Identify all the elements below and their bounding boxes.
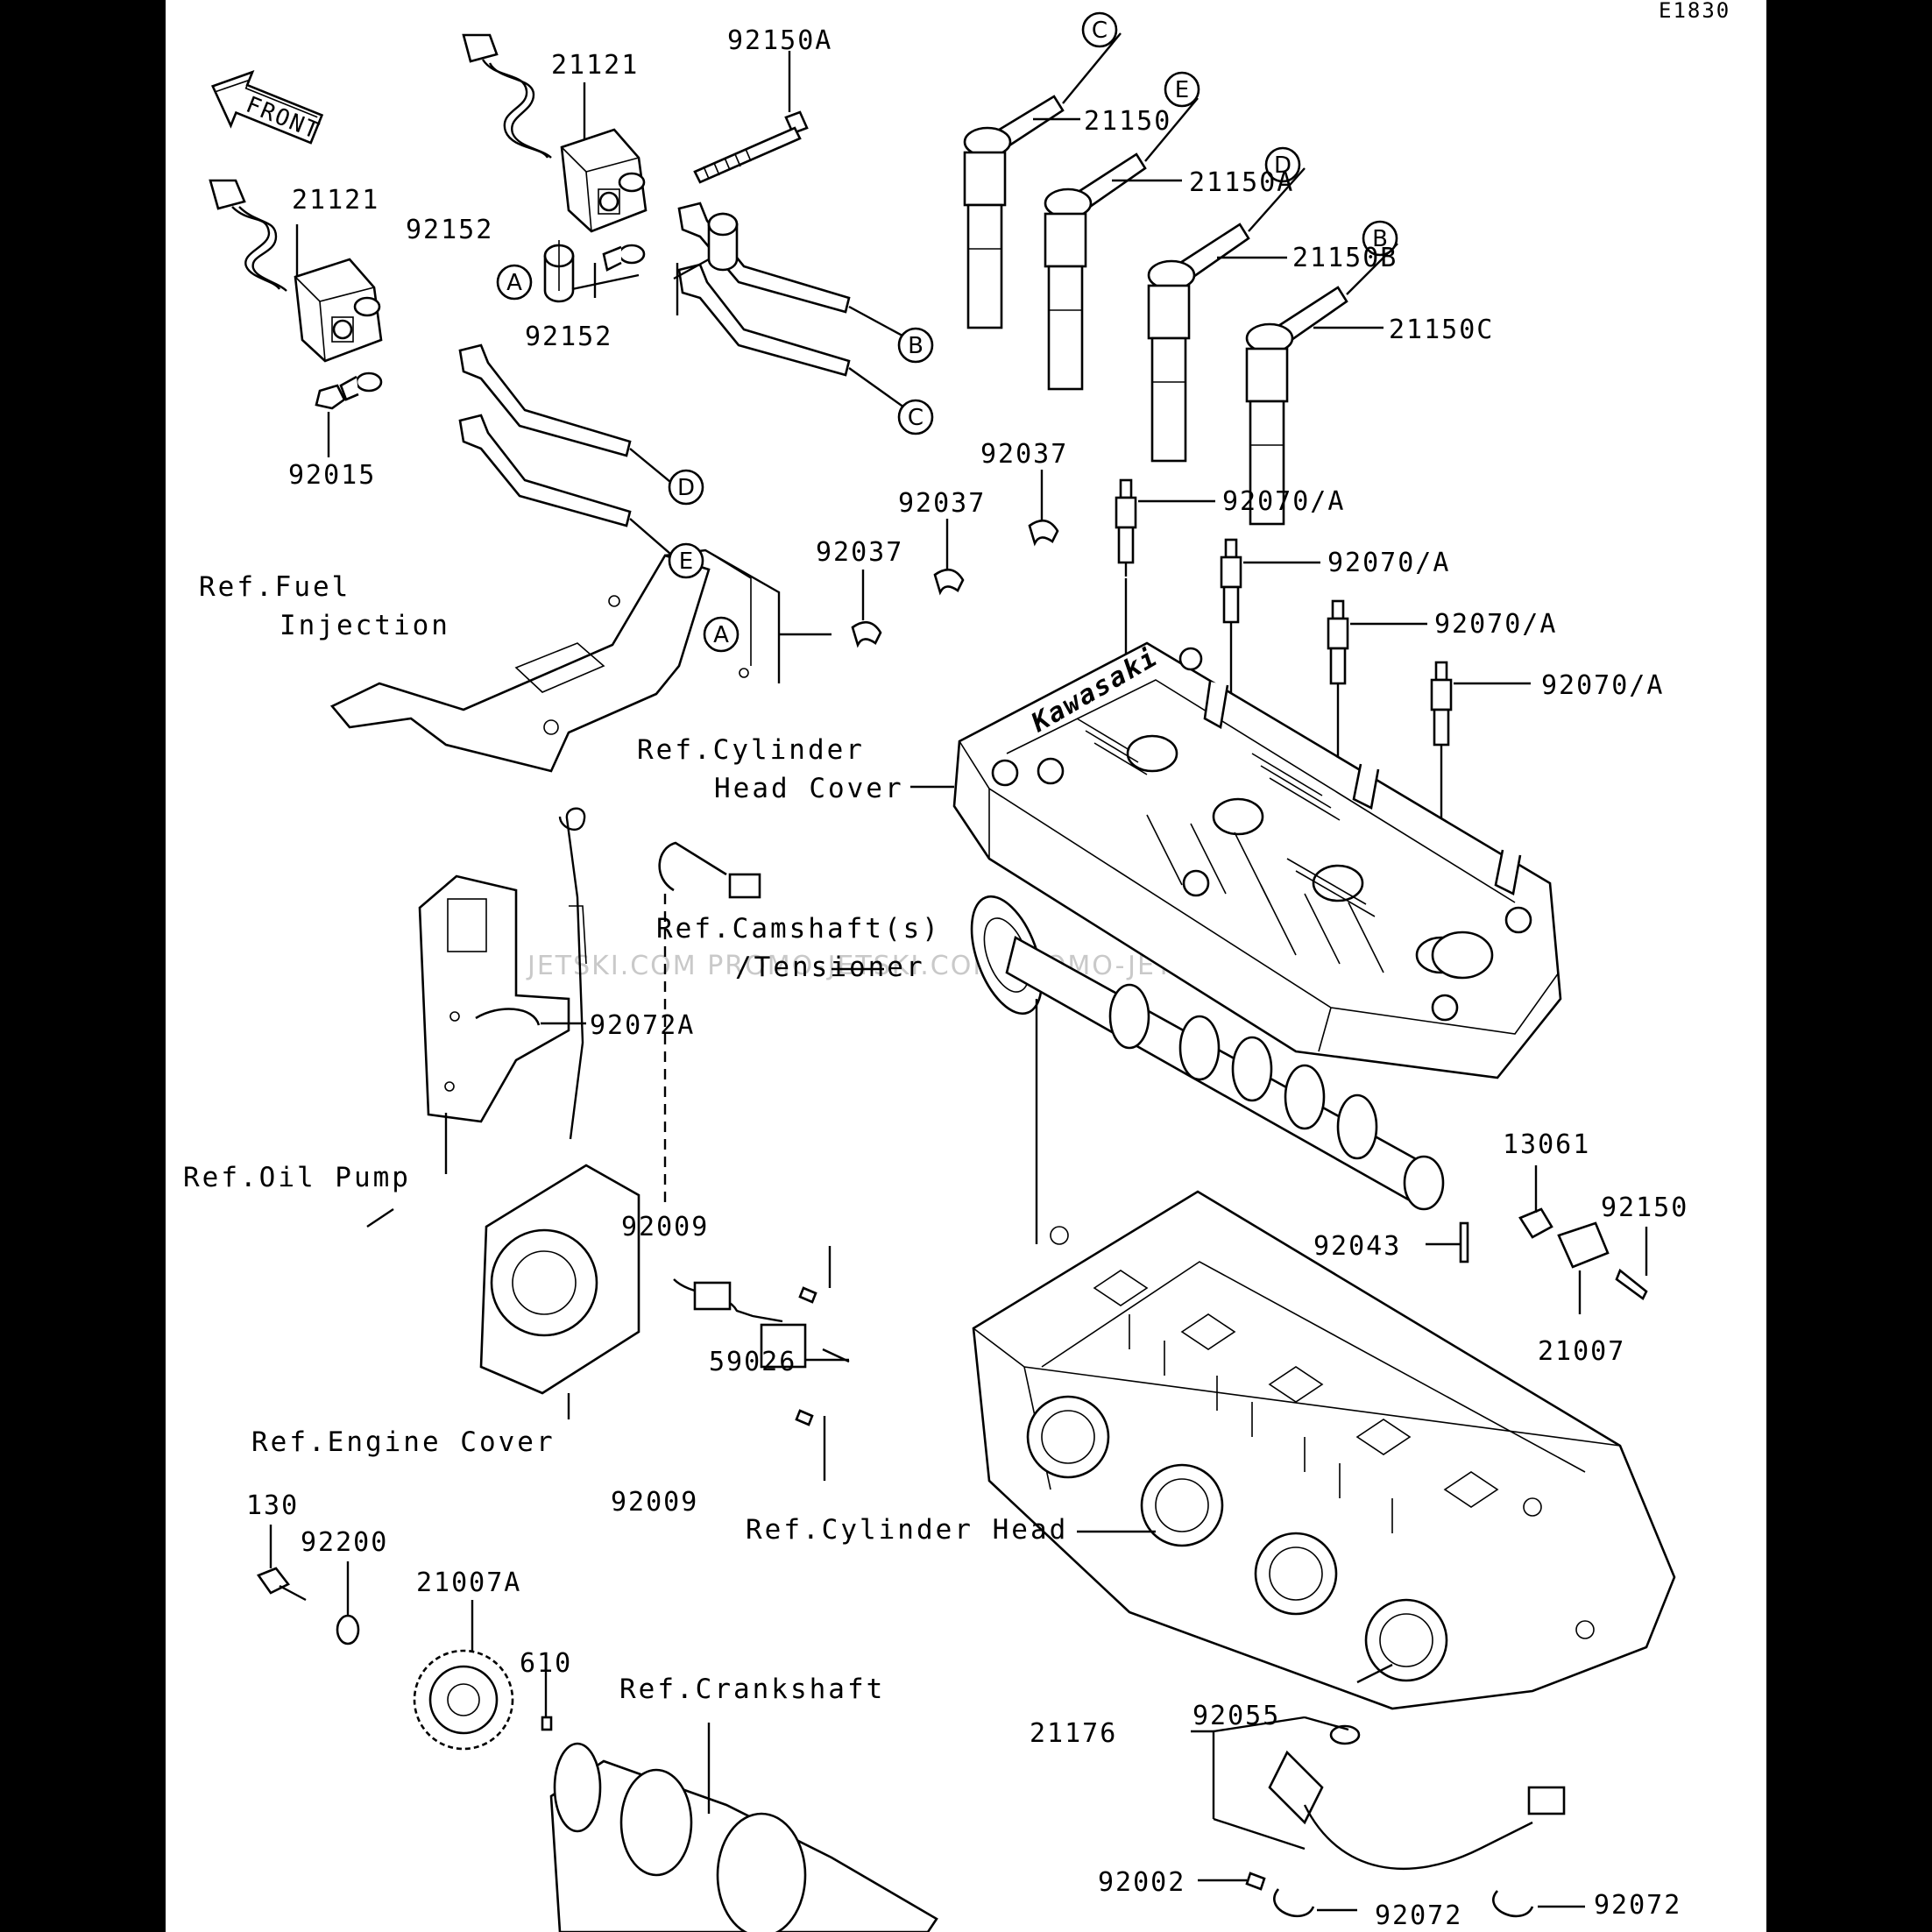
cap-21007 bbox=[1557, 1221, 1610, 1269]
ref-head-cover-line1: Ref.Cylinder bbox=[637, 734, 865, 766]
label-610: 610 bbox=[520, 1648, 572, 1679]
label-92002: 92002 bbox=[1098, 1867, 1185, 1898]
ref-camshaft-line1: Ref.Camshaft(s) bbox=[656, 913, 941, 945]
label-92015: 92015 bbox=[288, 460, 376, 491]
label-21121-lower: 21121 bbox=[292, 185, 379, 216]
clamp-92037-a bbox=[1028, 519, 1059, 547]
callout-d-1: D bbox=[1274, 152, 1292, 179]
callout-a-2: A bbox=[713, 622, 729, 648]
exploded-parts-diagram: E1830 FRONT JETSKI.COM PROMO-JETSKI.COM … bbox=[183, 0, 1730, 1932]
coil-boots bbox=[458, 202, 911, 555]
callout-e-2: E bbox=[679, 548, 693, 575]
callout-b-2: B bbox=[908, 333, 924, 359]
label-92152-lower: 92152 bbox=[525, 322, 612, 352]
clamp-92037-c bbox=[851, 620, 882, 648]
label-92150: 92150 bbox=[1601, 1192, 1688, 1223]
camshaft bbox=[970, 895, 1445, 1244]
parts-diagram-sheet: E1830 FRONT JETSKI.COM PROMO-JETSKI.COM … bbox=[166, 0, 1766, 1932]
ref-cylinder-head: Ref.Cylinder Head bbox=[746, 1514, 1068, 1546]
ref-head-cover-line2: Head Cover bbox=[714, 773, 904, 804]
label-92152-upper: 92152 bbox=[406, 215, 493, 245]
nut-92015 bbox=[315, 384, 346, 410]
diagram-code: E1830 bbox=[1659, 0, 1730, 23]
ignition-coil-upper bbox=[462, 33, 648, 272]
label-92070-d: 92070/A bbox=[1541, 670, 1664, 701]
label-21007A: 21007A bbox=[416, 1568, 521, 1598]
label-92072-lower: 92072 bbox=[1375, 1900, 1462, 1931]
front-arrow-icon: FRONT bbox=[210, 70, 324, 145]
label-92072A: 92072A bbox=[590, 1010, 695, 1041]
callout-d-2: D bbox=[677, 475, 695, 501]
label-92070-b: 92070/A bbox=[1327, 548, 1450, 578]
clamp-92072-b bbox=[1492, 1890, 1534, 1918]
cylinder-head-cover: Kawasaki bbox=[952, 641, 1562, 1079]
callout-b-1: B bbox=[1372, 226, 1388, 252]
label-21150: 21150 bbox=[1084, 106, 1171, 137]
crank-sensor-59026 bbox=[673, 1246, 850, 1481]
plug-lead-21150B bbox=[1147, 167, 1306, 463]
label-92009-upper: 92009 bbox=[621, 1212, 709, 1242]
oil-pump-bracket bbox=[418, 874, 570, 1174]
label-92070-a: 92070/A bbox=[1222, 486, 1345, 517]
crankshaft bbox=[549, 1723, 938, 1932]
label-21150B: 21150B bbox=[1292, 243, 1398, 273]
ref-fuel-injection-line2: Injection bbox=[280, 610, 450, 641]
sensor-lead bbox=[658, 841, 761, 1209]
oil-level-gauge bbox=[558, 807, 587, 1140]
plug-lead-21150C bbox=[1245, 243, 1398, 526]
clamp-92072-a bbox=[1273, 1888, 1315, 1917]
label-21150C: 21150C bbox=[1389, 315, 1494, 345]
ref-oil-pump: Ref.Oil Pump bbox=[183, 1162, 411, 1193]
plug-lead-21150A bbox=[1044, 97, 1199, 391]
label-92037-b: 92037 bbox=[898, 488, 986, 519]
bolt-92009-b bbox=[795, 1409, 814, 1426]
part-number-labels: 21121 92150A 21121 92152 92152 92015 211… bbox=[246, 25, 1688, 1931]
plug-13061 bbox=[1518, 1207, 1553, 1239]
label-92150A: 92150A bbox=[727, 25, 832, 56]
reference-labels: Ref.Fuel Injection Ref.Cylinder Head Cov… bbox=[183, 571, 1068, 1705]
label-59026: 59026 bbox=[709, 1347, 796, 1377]
pin-92043 bbox=[1459, 1221, 1469, 1263]
ref-camshaft-line2: /Tensioner bbox=[735, 952, 925, 983]
cam-sensor-21176 bbox=[1191, 1663, 1585, 1918]
clamp-92072A bbox=[475, 1008, 541, 1026]
label-92070-c: 92070/A bbox=[1434, 609, 1557, 640]
label-130: 130 bbox=[246, 1490, 299, 1521]
label-92037-c: 92037 bbox=[816, 537, 903, 568]
label-92072-right: 92072 bbox=[1594, 1890, 1681, 1921]
bolt-92009-a bbox=[798, 1286, 817, 1304]
label-21007: 21007 bbox=[1538, 1336, 1625, 1367]
label-13061: 13061 bbox=[1503, 1129, 1590, 1160]
label-21150A: 21150A bbox=[1189, 167, 1294, 198]
label-92043: 92043 bbox=[1313, 1231, 1401, 1262]
callouts: A C E D B B C D E A bbox=[496, 11, 1398, 653]
callout-e-1: E bbox=[1175, 77, 1189, 103]
label-92200: 92200 bbox=[301, 1527, 388, 1558]
label-21176: 21176 bbox=[1030, 1718, 1117, 1749]
timing-rotor-21007A bbox=[413, 1600, 514, 1751]
key-610 bbox=[541, 1716, 553, 1731]
spark-plugs bbox=[1115, 478, 1531, 990]
engine-cover bbox=[479, 1164, 640, 1419]
ignition-coil-lower bbox=[209, 179, 383, 401]
bolt-92150A bbox=[693, 51, 809, 184]
callout-a-1: A bbox=[506, 270, 522, 296]
plug-lead-21150 bbox=[963, 32, 1122, 329]
callout-c-2: C bbox=[908, 405, 924, 431]
label-92009-lower: 92009 bbox=[611, 1487, 698, 1518]
callout-c-1: C bbox=[1092, 18, 1108, 44]
leader-lines bbox=[295, 82, 1156, 1533]
washer-92200 bbox=[336, 1614, 360, 1645]
label-92055: 92055 bbox=[1192, 1701, 1280, 1731]
label-21121-upper: 21121 bbox=[551, 50, 639, 81]
cylinder-head bbox=[972, 1190, 1676, 1710]
ref-crankshaft: Ref.Crankshaft bbox=[619, 1674, 885, 1705]
label-92037-a: 92037 bbox=[980, 439, 1068, 470]
bolt-92150 bbox=[1615, 1268, 1648, 1300]
ref-fuel-injection-line1: Ref.Fuel bbox=[199, 571, 350, 603]
clamp-92037-b bbox=[933, 568, 965, 596]
ref-engine-cover: Ref.Engine Cover bbox=[251, 1426, 556, 1458]
bolt-92002 bbox=[1245, 1872, 1266, 1891]
